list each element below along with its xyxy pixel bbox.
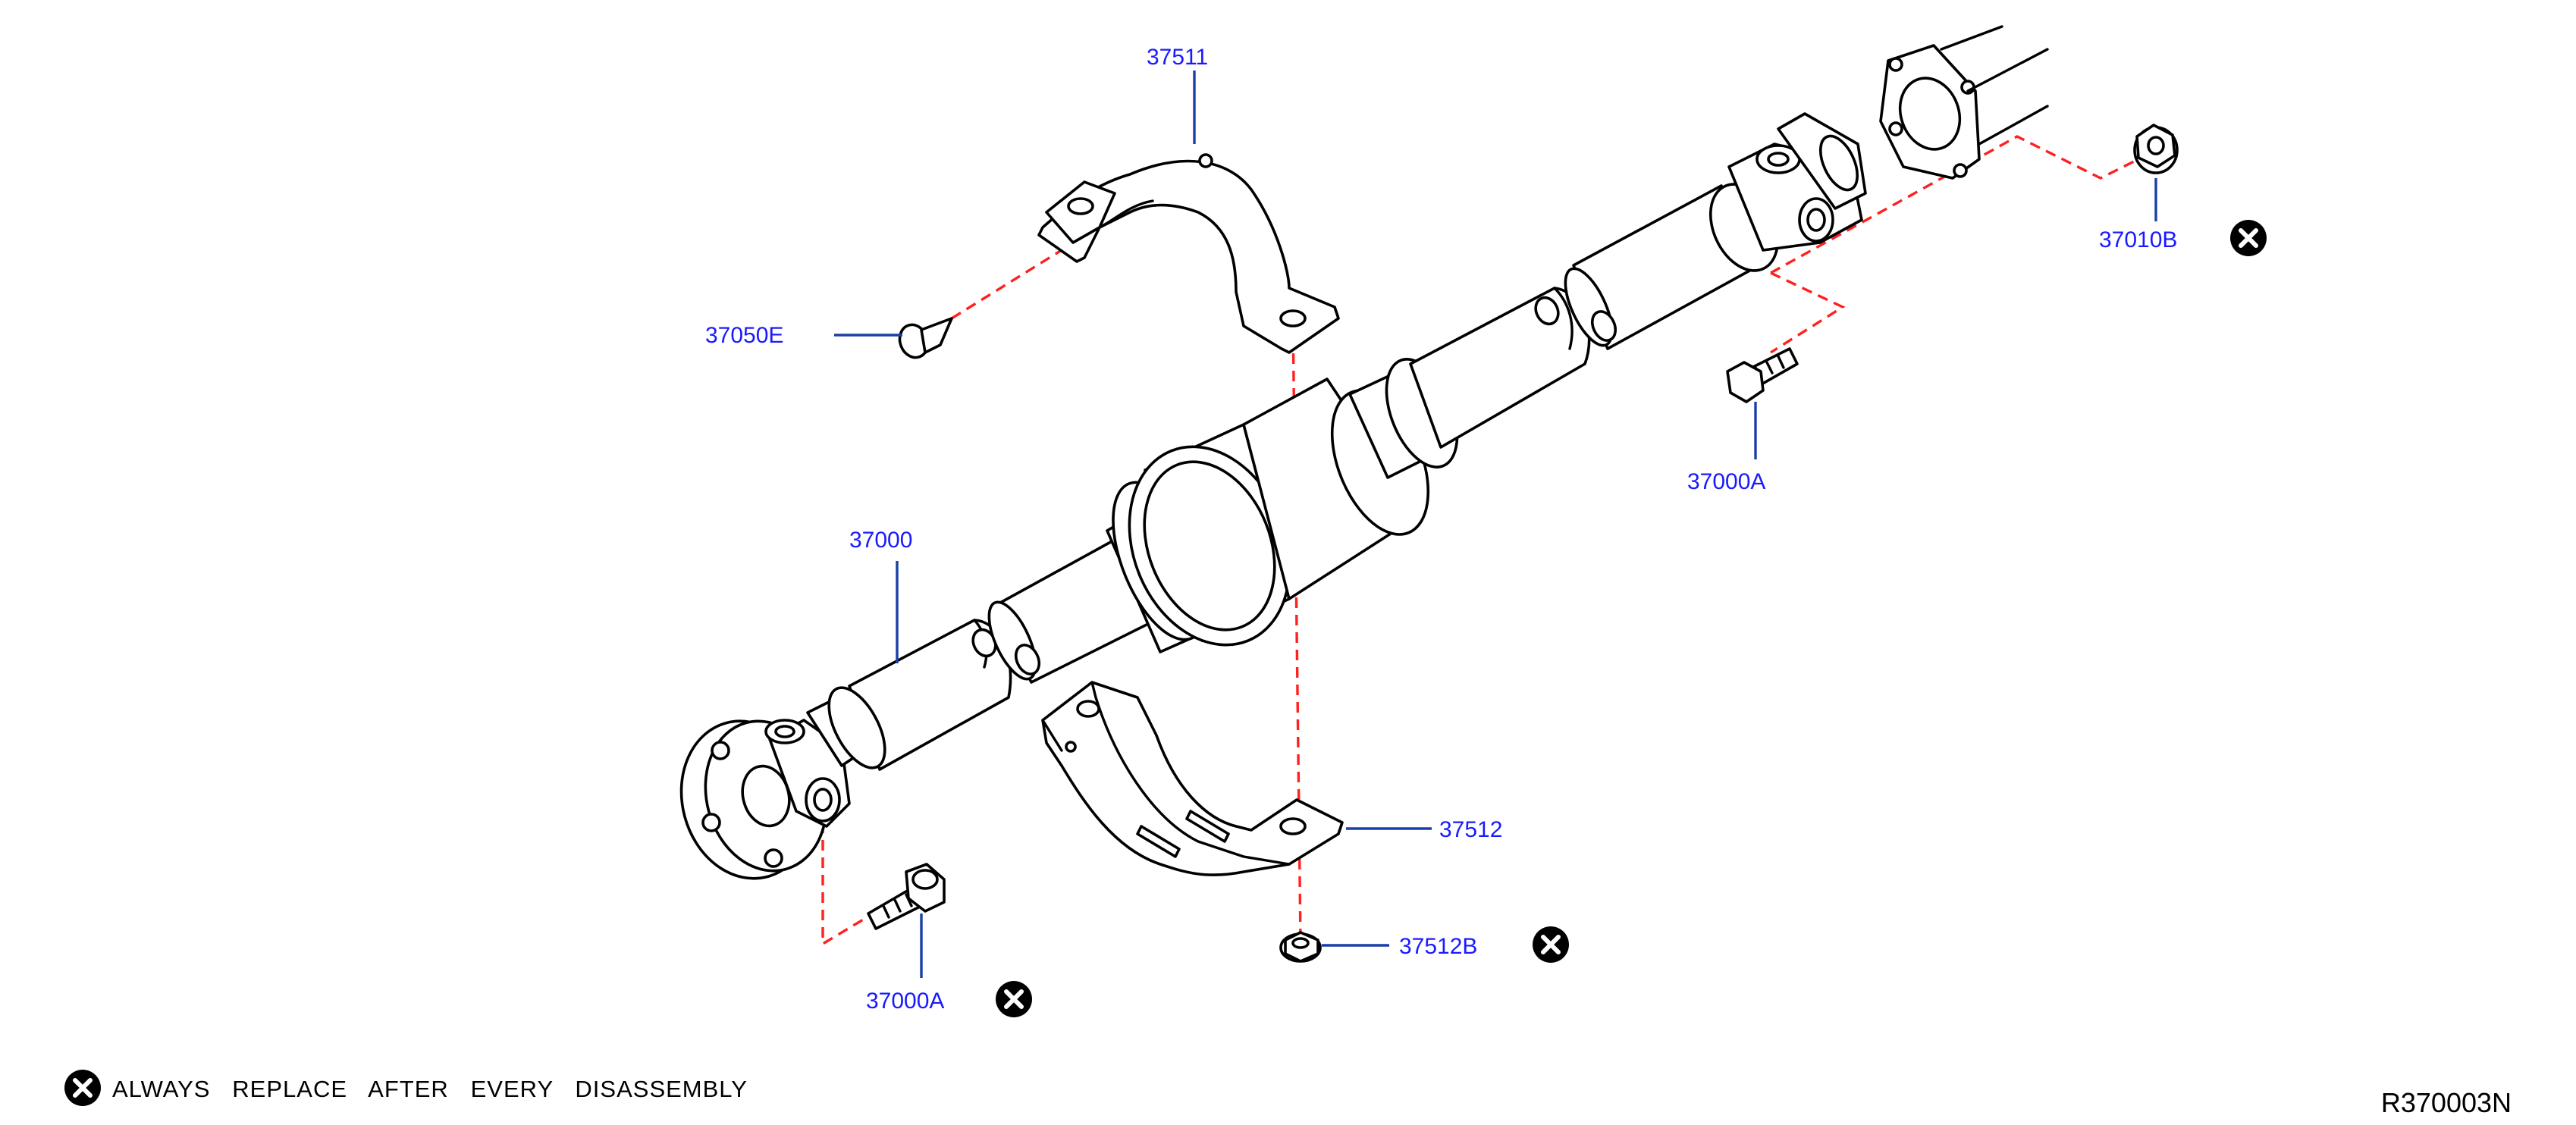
upper-bracket-37511 [1037,153,1340,354]
nut-37512B [1279,931,1322,963]
callout-37010B: 37010B [2099,227,2177,252]
callout-labels: 37511 37050E 37010B 37000A 37000 37512 3… [705,45,2177,1014]
diagram-reference-code: R370003N [2381,1087,2512,1118]
center-bearing-assembly [1106,358,1459,653]
circle-x-icon [1533,926,1569,963]
callout-37511: 37511 [1147,45,1208,70]
nut-37010B [2133,124,2179,174]
circle-x-icon [996,981,1032,1017]
clip-37050E [898,317,953,359]
rear-shaft-tube-center [1409,287,1591,449]
circle-x-icon [64,1070,101,1106]
callout-37512B: 37512B [1399,934,1477,959]
legend: ALWAYS REPLACE AFTER EVERY DISASSEMBLY [64,1070,748,1106]
bolt-37000A-top [1726,347,1799,403]
lower-bracket-37512 [1041,681,1344,876]
callout-37000: 37000 [849,528,912,553]
callout-37050E: 37050E [705,323,783,348]
callout-37512: 37512 [1439,817,1502,842]
rear-universal-joint [1727,112,1867,252]
installation-guide-lines [821,135,2154,947]
callout-37000A-bottom: 37000A [866,989,944,1014]
legend-text: ALWAYS REPLACE AFTER EVERY DISASSEMBLY [112,1076,748,1102]
rear-differential-flange [1879,25,2049,180]
bolt-37000A-bottom [867,863,946,930]
replace-markers [996,220,2267,1017]
circle-x-icon [2230,220,2267,256]
leader-lines [834,71,2157,978]
callout-37000A-top: 37000A [1687,469,1765,494]
